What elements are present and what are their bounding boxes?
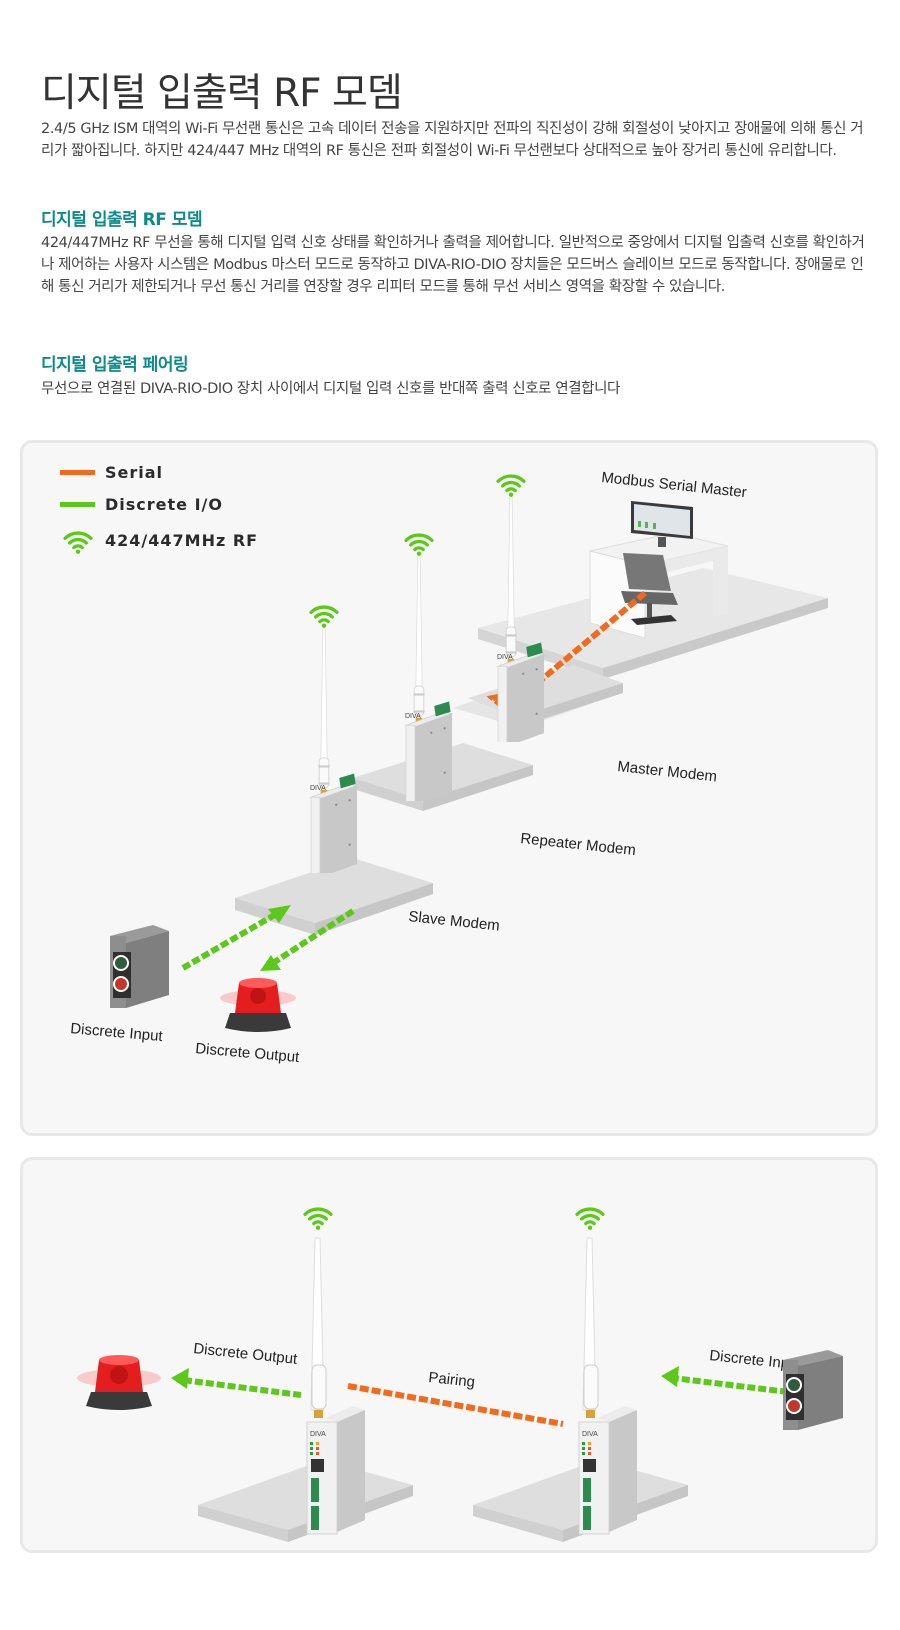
- legend: Serial Discrete I/O 424/447MHz RF: [60, 463, 258, 554]
- warning-light-icon: [77, 1355, 161, 1410]
- push-button-box-icon: Discrete Input: [70, 925, 169, 1045]
- discrete-output-arrow: [171, 1368, 302, 1398]
- device-brand: DIVA: [310, 1431, 326, 1438]
- label-pairing: Pairing: [428, 1369, 476, 1391]
- legend-label-serial: Serial: [105, 463, 163, 482]
- pairing-line: [347, 1383, 564, 1427]
- section-body-pairing: 무선으로 연결된 DIVA-RIO-DIO 장치 사이에서 디지털 입력 신호를…: [41, 381, 620, 397]
- legend-item-discrete: Discrete I/O: [60, 495, 223, 514]
- master-station: Modbus Serial Master: [478, 469, 828, 679]
- pairing-diagram: Pairing Discrete Output Discrete Input D…: [77, 1207, 843, 1542]
- paired-modem-right: DIVA: [575, 1207, 637, 1535]
- legend-label-rf: 424/447MHz RF: [105, 531, 258, 550]
- discrete-line-swatch: [60, 502, 95, 507]
- device-brand: DIVA: [310, 785, 326, 792]
- legend-label-discrete: Discrete I/O: [105, 495, 223, 514]
- warning-light-icon: Discrete Output: [195, 978, 301, 1066]
- page-title: 디지털 입출력 RF 모뎀: [41, 71, 403, 116]
- push-button-box-icon: [783, 1350, 843, 1430]
- serial-line-swatch: [60, 470, 95, 475]
- rf-signal-icon: [404, 533, 434, 556]
- discrete-input-arrow: [661, 1366, 789, 1395]
- label-slave-modem: Slave Modem: [408, 908, 501, 934]
- discrete-output-arrow: [260, 908, 355, 971]
- discrete-input-arrow: [181, 905, 291, 971]
- label-modbus-serial-master: Modbus Serial Master: [601, 469, 748, 501]
- device-brand: DIVA: [405, 713, 421, 720]
- monitor-icon: [631, 501, 693, 547]
- label-discrete-output: Discrete Output: [193, 1340, 299, 1368]
- rf-signal-icon: [309, 605, 339, 628]
- network-diagram: Serial Discrete I/O 424/447MHz RF: [60, 463, 828, 1066]
- section-heading-pairing: 디지털 입출력 페어링: [41, 355, 189, 375]
- label-discrete-input: Discrete Input: [70, 1020, 165, 1045]
- label-master-modem: Master Modem: [617, 758, 718, 785]
- device-brand: DIVA: [497, 654, 513, 661]
- label-discrete-output: Discrete Output: [195, 1040, 301, 1066]
- legend-item-rf: 424/447MHz RF: [63, 531, 258, 554]
- rf-signal-icon: [303, 1207, 333, 1230]
- rf-signal-icon: [575, 1207, 605, 1230]
- legend-item-serial: Serial: [60, 463, 163, 482]
- section-heading-rf-modem: 디지털 입출력 RF 모뎀: [41, 210, 203, 230]
- rf-signal-icon: [496, 474, 526, 497]
- wifi-icon: [63, 531, 93, 554]
- modem-device-icon: [310, 628, 358, 873]
- label-repeater-modem: Repeater Modem: [520, 830, 637, 859]
- intro-paragraph: 2.4/5 GHz ISM 대역의 Wi-Fi 무선랜 통신은 고속 데이터 전…: [41, 121, 864, 159]
- device-brand: DIVA: [582, 1431, 598, 1438]
- network-diagram-panel: Serial Discrete I/O 424/447MHz RF: [20, 440, 878, 1136]
- paired-modem-left: DIVA: [303, 1207, 365, 1535]
- section-body-rf-modem: 424/447MHz RF 무선을 통해 디지털 입력 신호 상태를 확인하거나…: [41, 235, 865, 295]
- modem-device-icon: [405, 556, 453, 801]
- pairing-diagram-panel: Pairing Discrete Output Discrete Input D…: [20, 1157, 878, 1553]
